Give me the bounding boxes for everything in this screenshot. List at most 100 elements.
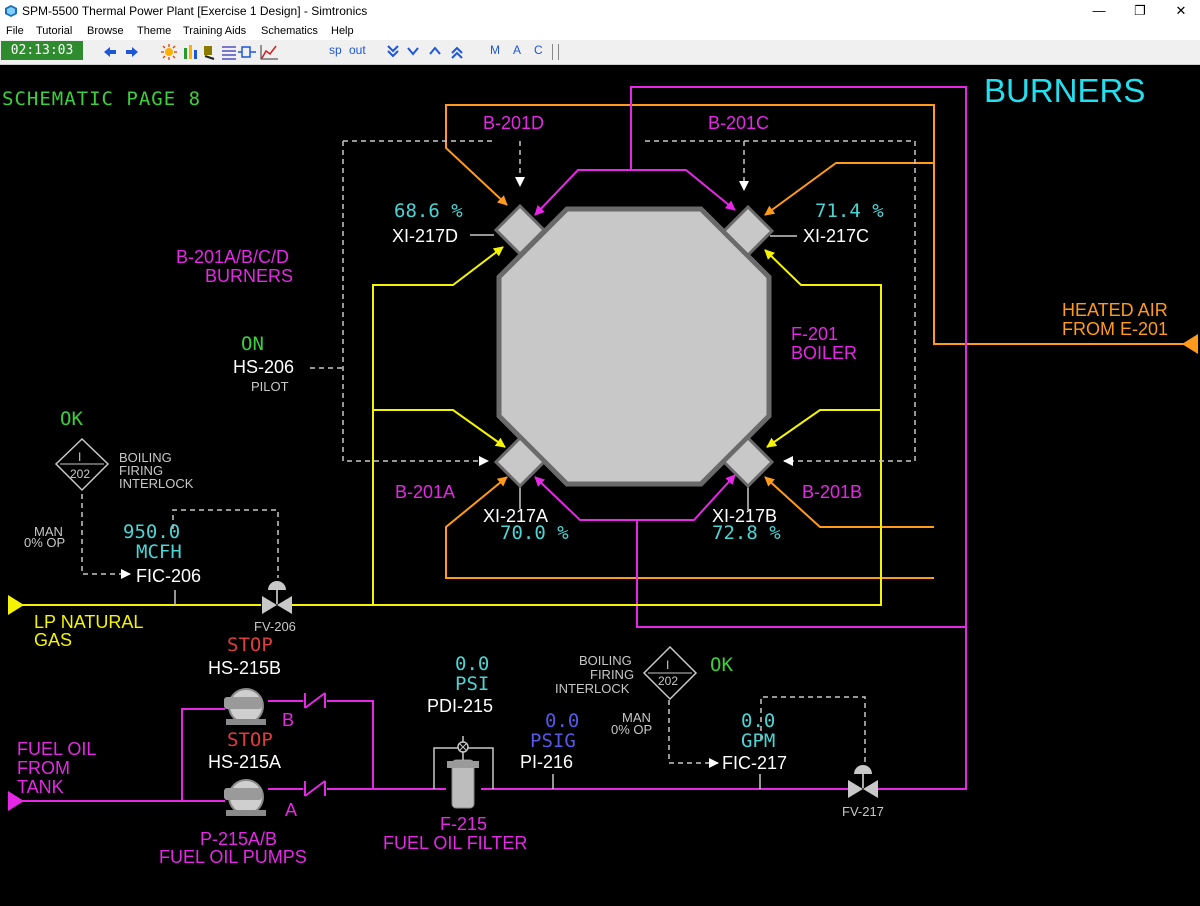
gas-lines [22,246,882,606]
menu-training-aids[interactable]: Training Aids [183,25,247,37]
area-title: BURNERS [984,72,1146,109]
fic206-tag[interactable]: FIC-206 [136,566,202,586]
xi217b-tag[interactable]: XI-217B [712,506,778,526]
fic206-unit: MCFH [136,541,182,563]
burner-b-label: B-201B [802,482,863,502]
xi217d-tag[interactable]: XI-217D [392,226,459,246]
pi216-tag[interactable]: PI-216 [520,752,574,772]
xi217c-tag[interactable]: XI-217C [803,226,870,246]
burner-c-label: B-201C [708,113,770,133]
control-valve-fv206[interactable] [262,581,292,614]
check-valve-a [304,780,326,797]
up-icon[interactable] [429,46,441,55]
trainee-icon[interactable] [204,46,215,60]
pi216-unit: PSIG [530,730,576,752]
pilot-label: PILOT [251,379,289,394]
burner-b201c[interactable] [721,204,775,258]
back-arrow-icon[interactable] [104,47,116,57]
gas-line-label1: LP NATURAL [34,612,144,632]
heated-air-inlet-arrow [1182,334,1198,354]
pdi215-tag[interactable]: PDI-215 [427,696,494,716]
interlock-oil-line2: FIRING [590,667,635,682]
auto-mode-button[interactable]: A [513,43,522,57]
fast-up-icon[interactable] [451,46,463,59]
sun-icon[interactable] [161,44,177,60]
interlock-oil-i: I [666,658,670,672]
menu-browse[interactable]: Browse [87,25,124,37]
pump-a-state: STOP [227,729,273,751]
trend-chart-icon[interactable] [260,45,278,60]
title-bar: SPM-5500 Thermal Power Plant [Exercise 1… [0,0,1200,22]
fuel-oil-inlet-arrow [8,791,24,811]
fic217-tag[interactable]: FIC-217 [722,753,788,773]
interlock-oil-num: 202 [658,674,679,688]
fuel-oil-label1: FUEL OIL [17,739,97,759]
minimize-button[interactable]: — [1092,3,1106,18]
pump-b-switch[interactable]: HS-215B [208,658,282,678]
instrument-leaders [174,234,797,789]
restore-button[interactable]: ❐ [1134,3,1146,18]
bar-meter-icon[interactable] [184,45,197,59]
pump-a[interactable] [224,779,266,816]
fuel-oil-label2: FROM [17,758,70,778]
app-icon [5,5,17,17]
fast-down-icon[interactable] [387,45,399,58]
menu-tutorial[interactable]: Tutorial [36,25,73,37]
xi217b-value: 72.8 % [712,522,781,544]
toolbar-divider [558,44,559,60]
check-valve-b [304,692,326,709]
pdi215-value: 0.0 [455,653,490,675]
burner-b201d[interactable] [493,203,547,257]
toolbar: 02:13:03 sp out M A C [0,40,1200,65]
menu-help[interactable]: Help [331,25,354,37]
output-button[interactable]: out [349,43,366,57]
interlock-diamond-oil[interactable] [642,645,698,701]
boiler-name: BOILER [791,343,858,363]
pump-a-switch[interactable]: HS-215A [208,752,282,772]
xi217a-tag[interactable]: XI-217A [483,506,549,526]
interlock-diamond-gas[interactable] [54,437,110,492]
burner-b201b[interactable] [721,435,775,489]
burners-group-line2: BURNERS [205,266,294,286]
burner-b201a[interactable] [493,435,547,489]
control-valve-fv217[interactable] [848,765,878,798]
manual-mode-button[interactable]: M [490,43,500,57]
controller-icon[interactable] [238,46,256,58]
xi217c-value: 71.4 % [815,200,884,222]
heated-air-line1: HEATED AIR [1062,300,1168,320]
interlock-oil-line1: BOILING [579,653,632,668]
menu-file[interactable]: File [6,25,24,37]
interlock-gas-line3: INTERLOCK [119,476,194,491]
fv217-tag: FV-217 [842,804,884,819]
toolbar-divider [552,44,553,60]
interlock-gas-i: I [78,450,82,464]
ramp-buttons [387,45,463,59]
fuel-oil-label3: TANK [17,777,64,797]
setpoint-button[interactable]: sp [329,43,342,57]
fic206-mode: MAN [34,524,63,539]
heated-air-lines [445,104,1190,579]
pumps-tag: P-215A/B [200,829,278,849]
pi216-value: 0.0 [545,710,580,732]
pilot-switch-tag[interactable]: HS-206 [233,357,295,377]
fic217-value: 0.0 [741,710,776,732]
gas-line-label2: GAS [34,630,73,650]
pump-b[interactable] [224,688,266,725]
down-icon[interactable] [407,47,419,56]
close-button[interactable]: ✕ [1175,3,1187,18]
burner-d-label: B-201D [483,113,545,133]
fic206-value: 950.0 [123,521,181,543]
menu-schematics[interactable]: Schematics [261,25,318,37]
cascade-mode-button[interactable]: C [534,43,543,57]
menu-theme[interactable]: Theme [137,25,172,37]
xi217d-value: 68.6 % [394,200,463,222]
grid-list-icon[interactable] [222,46,236,60]
filter-name: FUEL OIL FILTER [383,833,528,853]
sim-clock: 02:13:03 [1,41,83,60]
interlock-gas-line2: FIRING [119,463,164,478]
forward-arrow-icon[interactable] [126,47,138,57]
filter-tag: F-215 [440,814,488,834]
page-title: SCHEMATIC PAGE 8 [2,88,202,110]
fuel-oil-filter[interactable] [433,736,494,809]
gas-inlet-arrow [8,595,24,615]
